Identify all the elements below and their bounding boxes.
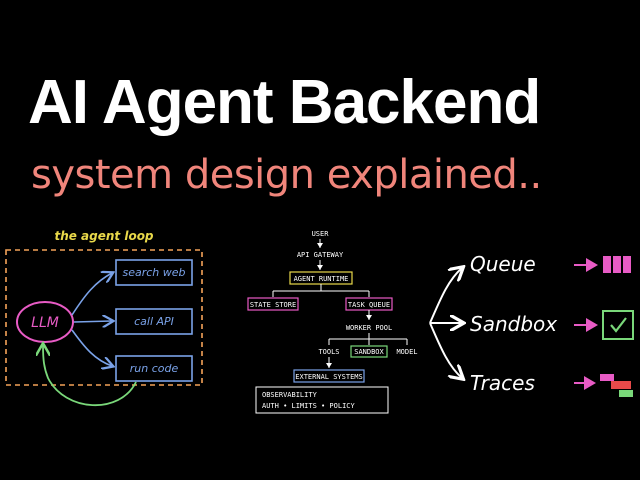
observability-title: OBSERVABILITY	[262, 391, 318, 399]
observability-box	[255, 386, 389, 414]
action-search-web-label: search web	[122, 266, 185, 279]
traces-icon	[600, 374, 633, 397]
node-gateway: API GATEWAY	[297, 251, 344, 259]
arrow-to-run	[71, 329, 112, 366]
node-task-queue: TASK QUEUE	[348, 301, 390, 309]
node-external: EXTERNAL SYSTEMS	[295, 373, 362, 381]
action-search-web	[115, 259, 193, 286]
action-call-api-label: call API	[134, 315, 174, 328]
arrow-to-call	[73, 321, 112, 322]
node-sandbox-box	[350, 345, 388, 358]
node-runtime: AGENT RUNTIME	[294, 275, 349, 283]
output-queue-label: Queue	[470, 252, 536, 276]
node-user: USER	[312, 230, 330, 238]
edge-worker-split	[328, 333, 408, 345]
node-model: MODEL	[396, 348, 417, 356]
action-run-code-label: run code	[130, 362, 179, 375]
agent-loop-panel: the agent loop LLM search web call API r…	[5, 229, 203, 407]
node-worker-pool: WORKER POOL	[346, 324, 392, 332]
node-state-store: STATE STORE	[250, 301, 296, 309]
node-external-box	[293, 369, 365, 383]
output-sandbox-label: Sandbox	[470, 312, 557, 336]
node-sandbox: SANDBOX	[354, 348, 384, 356]
edge-runtime-split	[272, 284, 370, 297]
branch-queue-arrow	[429, 268, 462, 324]
action-call-api	[115, 308, 193, 335]
loop-return-arrow	[43, 345, 137, 407]
agent-loop-border	[5, 249, 203, 386]
architecture-diagram: USER API GATEWAY AGENT RUNTIME STATE STO…	[247, 230, 418, 414]
observability-sub: AUTH • LIMITS • POLICY	[262, 402, 356, 410]
title: AI Agent Backend	[28, 68, 541, 137]
output-branches: Queue Sandbox Traces	[429, 252, 634, 397]
queue-icon	[603, 256, 631, 273]
agent-loop-label: the agent loop	[54, 229, 153, 243]
node-state-store-box	[247, 297, 299, 311]
branch-traces-arrow	[429, 322, 462, 378]
node-tools: TOOLS	[318, 348, 339, 356]
check-icon	[602, 310, 634, 340]
llm-label: LLM	[31, 315, 59, 331]
action-run-code	[115, 355, 193, 382]
arrow-to-search	[71, 273, 112, 316]
output-traces-label: Traces	[470, 371, 535, 395]
subtitle: system design explained..	[31, 152, 542, 198]
